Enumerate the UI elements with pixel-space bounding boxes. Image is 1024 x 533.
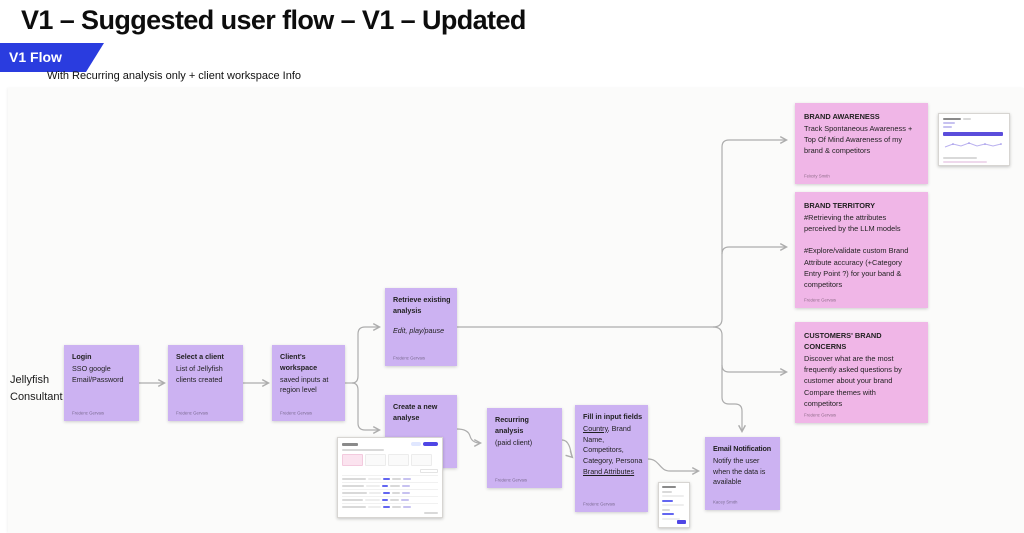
section-ribbon-label: V1 Flow	[9, 49, 62, 65]
thumb-highlight-bar	[943, 131, 1003, 136]
sticky-body: SSO google Email/Password	[72, 363, 124, 384]
section-ribbon[interactable]: V1 Flow	[0, 43, 104, 72]
sticky-title: Client's workspace	[280, 352, 318, 372]
table-screenshot-thumbnail[interactable]	[337, 437, 443, 518]
thumb-link	[943, 122, 955, 124]
mini-submit-button	[677, 520, 686, 524]
sticky-fill-input-fields[interactable]: Fill in input fields Country, Brand Name…	[575, 405, 648, 512]
sticky-note: Edit, play/pause	[393, 325, 445, 335]
sticky-title: Fill in input fields	[583, 412, 643, 421]
table-row	[342, 475, 438, 482]
thumb-line-chart	[944, 141, 1002, 147]
mini-search-box	[420, 469, 438, 473]
sticky-title: BRAND AWARENESS	[804, 112, 880, 121]
sticky-title: Email Notification	[713, 444, 772, 453]
sticky-author: Frédéric Gervais	[583, 502, 616, 507]
sticky-body: (paid client)	[495, 437, 533, 447]
sticky-author: Frédéric Gervais	[804, 413, 837, 418]
sticky-title: Create a new analyse	[393, 402, 438, 422]
sticky-body: Track Spontaneous Awareness + Top Of Min…	[804, 124, 913, 156]
sticky-brand-awareness[interactable]: BRAND AWARENESS Track Spontaneous Awaren…	[795, 103, 928, 184]
sticky-author: Frédéric Gervais	[393, 356, 426, 361]
sticky-email-notification[interactable]: Email Notification Notify the user when …	[705, 437, 780, 510]
sticky-author: Frédéric Gervais	[495, 478, 528, 483]
sticky-title: CUSTOMERS' BRAND CONCERNS	[804, 331, 882, 352]
table-row	[342, 482, 438, 489]
table-row	[342, 496, 438, 503]
sticky-title: BRAND TERRITORY	[804, 201, 876, 210]
sticky-recurring-analysis[interactable]: Recurring analysis (paid client) Frédéri…	[487, 408, 562, 488]
thumb-link	[943, 125, 952, 128]
sticky-body: Discover what are the most frequently as…	[804, 354, 902, 408]
sticky-title: Select a client	[176, 352, 224, 361]
sticky-customers-brand-concerns[interactable]: CUSTOMERS' BRAND CONCERNS Discover what …	[795, 322, 928, 423]
field-list: , Brand Name, Competitors, Category, Per…	[583, 423, 643, 466]
mini-secondary-button	[411, 442, 421, 446]
sticky-client-workspace[interactable]: Client's workspace saved inputs at regio…	[272, 345, 345, 421]
sticky-title: Login	[72, 352, 92, 361]
page-title: V1 – Suggested user flow – V1 – Updated	[21, 5, 526, 35]
field-brand-attributes: Brand Attributes	[583, 466, 635, 476]
sticky-body: Notify the user when the data is availab…	[713, 455, 766, 487]
thumb-header	[943, 118, 1005, 120]
mini-primary-button	[423, 442, 438, 446]
sticky-body: List of Jellyfish clients created	[176, 363, 223, 384]
dashboard-screenshot-thumbnail[interactable]	[938, 113, 1010, 166]
sticky-retrieve-analysis[interactable]: Retrieve existing analysis Edit, play/pa…	[385, 288, 457, 366]
sticky-author: Frédéric Gervais	[72, 411, 105, 416]
table-row	[342, 503, 438, 510]
sticky-title: Recurring analysis	[495, 415, 529, 435]
sticky-author: Frédéric Gervais	[804, 298, 837, 303]
table-row	[342, 489, 438, 496]
sticky-body: saved inputs at region level	[280, 374, 329, 395]
sticky-select-client[interactable]: Select a client List of Jellyfish client…	[168, 345, 243, 421]
sticky-body: #Retrieving the attributes perceived by …	[804, 213, 909, 289]
actor-label: Jellyfish Consultant	[10, 374, 63, 403]
sticky-body: Country, Brand Name, Competitors, Catego…	[583, 424, 644, 467]
sticky-author: Frédéric Gervais	[280, 411, 313, 416]
flow-subtitle: With Recurring analysis only + client wo…	[47, 70, 302, 82]
mini-pagination	[424, 512, 438, 514]
field-country: Country	[583, 423, 608, 433]
sticky-login[interactable]: Login SSO google Email/Password Frédéric…	[64, 345, 139, 421]
sticky-title: Retrieve existing analysis	[393, 295, 451, 315]
form-screenshot-thumbnail[interactable]	[658, 482, 690, 528]
thumb-stat-cards	[342, 454, 438, 466]
sticky-author: Kacey Smith	[713, 500, 738, 505]
sticky-author: Frédéric Gervais	[176, 411, 209, 416]
thumb-toolbar	[342, 442, 438, 446]
sticky-author: Felicity Smith	[804, 174, 830, 179]
sticky-brand-territory[interactable]: BRAND TERRITORY #Retrieving the attribut…	[795, 192, 928, 308]
